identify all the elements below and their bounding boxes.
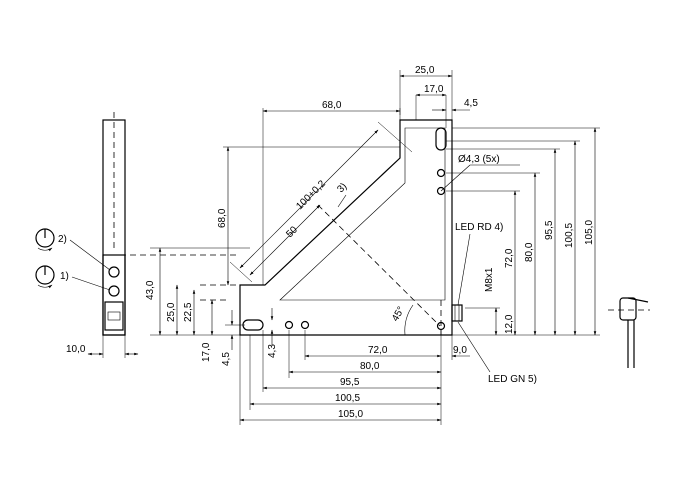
dim-angle-45: 45° — [390, 305, 407, 324]
dim-right-105: 105,0 — [584, 220, 595, 245]
dim-right-80: 80,0 — [524, 242, 535, 262]
connector-m8 — [451, 304, 463, 322]
dim-top-17: 17,0 — [424, 84, 444, 95]
dim-right-72: 72,0 — [504, 248, 515, 268]
bracket-outline — [239, 119, 453, 336]
dim-bottom-72: 72,0 — [368, 345, 388, 356]
connector-side-view — [608, 297, 650, 368]
side-view-left — [102, 112, 126, 336]
main-bracket — [239, 119, 453, 336]
dim-bottom-80: 80,0 — [360, 361, 380, 372]
dim-right-100-5: 100,5 — [564, 223, 575, 248]
dim-left-25: 25,0 — [166, 302, 177, 322]
dim-right-95-5: 95,5 — [544, 220, 555, 240]
dim-thread: M8x1 — [484, 267, 495, 292]
leader-note-2 — [69, 239, 111, 271]
dim-left-68: 68,0 — [217, 208, 228, 228]
bracket-inner-edge — [279, 127, 446, 301]
top-slot — [435, 127, 447, 151]
label-note-1: 1) — [60, 271, 69, 282]
bottom-slot — [242, 319, 264, 331]
dim-top-68: 68,0 — [322, 100, 342, 111]
optical-axis-diagonal — [317, 204, 441, 327]
connector-housing — [451, 304, 463, 322]
dim-hole-spec: Ø4,3 (5x) — [458, 154, 500, 165]
potentiometer-icon — [35, 265, 55, 289]
dim-diag-50: 50 — [284, 224, 300, 240]
pot1-knob — [108, 285, 120, 297]
angle-arc — [404, 304, 414, 336]
dim-diag-50-line — [249, 204, 321, 276]
dim-bottom-105: 105,0 — [338, 409, 363, 420]
hole-bottom-2 — [300, 320, 310, 330]
potentiometer-icon — [35, 228, 55, 252]
label-note-2: 2) — [58, 234, 67, 245]
dim-left-17: 17,0 — [201, 342, 212, 362]
dim-bottom-95-5: 95,5 — [340, 377, 360, 388]
dim-left-22-5: 22,5 — [183, 302, 194, 322]
leader-hole-spec — [440, 164, 471, 192]
label-led-gn: LED GN 5) — [488, 374, 537, 385]
label-led-rd: LED RD 4) — [455, 222, 503, 233]
leader-note-1 — [71, 276, 111, 291]
dim-left-43: 43,0 — [145, 280, 156, 300]
connector-block — [104, 301, 124, 331]
hole-bottom-1 — [284, 320, 294, 330]
dim-diag-100: 100+0,2 — [294, 178, 328, 212]
dim-right-12: 12,0 — [504, 314, 515, 334]
dim-top-4-5: 4,5 — [464, 98, 478, 109]
connector-socket — [107, 311, 121, 321]
dim-side-10: 10,0 — [66, 344, 86, 355]
pot2-knob — [108, 266, 120, 278]
dim-bottom-9: 9,0 — [453, 345, 467, 356]
connector-side-head — [619, 297, 637, 321]
hole-right-1 — [436, 168, 446, 178]
hole-right-2 — [436, 186, 446, 196]
leader-led-rd — [457, 233, 471, 306]
dim-top-25: 25,0 — [415, 65, 435, 76]
dim-bottom-100-5: 100,5 — [335, 393, 360, 404]
dim-left-4-3: 4,3 — [267, 344, 278, 358]
label-note-3: 3) — [335, 181, 349, 195]
dim-left-4-5: 4,5 — [221, 352, 232, 366]
leader-led-gn — [457, 321, 491, 373]
